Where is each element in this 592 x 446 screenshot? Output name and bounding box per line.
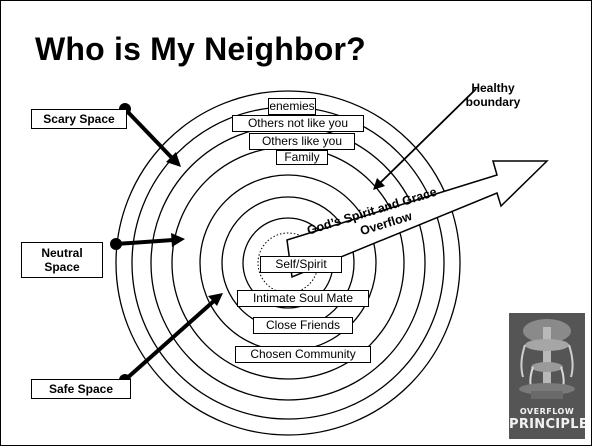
ring-label-self-spirit: Self/Spirit [260,256,342,273]
scary-space-label: Scary Space [43,112,115,126]
neutral-pointer [110,233,185,250]
ring-label-intimate-soul-mate: Intimate Soul Mate [237,290,369,307]
neutral-space-label-line2: Space [44,260,80,274]
healthy-boundary-line2: boundary [465,95,521,109]
boundary-pointer [373,88,477,190]
ring-label-others-like-you: Others like you [249,133,355,150]
fountain-icon [509,313,585,439]
logo-line1: OVERFLOW [519,407,575,416]
healthy-boundary-label: Healthy boundary [453,81,533,109]
scary-space-box: Scary Space [31,109,127,129]
overflow-principle-logo: OVERFLOW PRINCIPLE [509,313,585,439]
scary-pointer [119,103,181,167]
neutral-space-label-line1: Neutral [41,246,83,260]
ring-label-family: Family [276,150,328,165]
safe-space-box: Safe Space [31,379,131,399]
logo-line2: PRINCIPLE [509,417,585,432]
ring-enemies [115,90,461,436]
healthy-boundary-line1: Healthy [471,81,515,95]
ring-label-close-friends: Close Friends [253,317,353,334]
neutral-space-box: Neutral Space [21,242,103,278]
ring-label-chosen-community: Chosen Community [235,346,371,363]
slide-title: Who is My Neighbor? [35,31,366,67]
ring-label-enemies: enemies [268,98,316,115]
safe-space-label: Safe Space [48,382,114,396]
ring-label-others-not-like-you: Others not like you [232,115,364,132]
